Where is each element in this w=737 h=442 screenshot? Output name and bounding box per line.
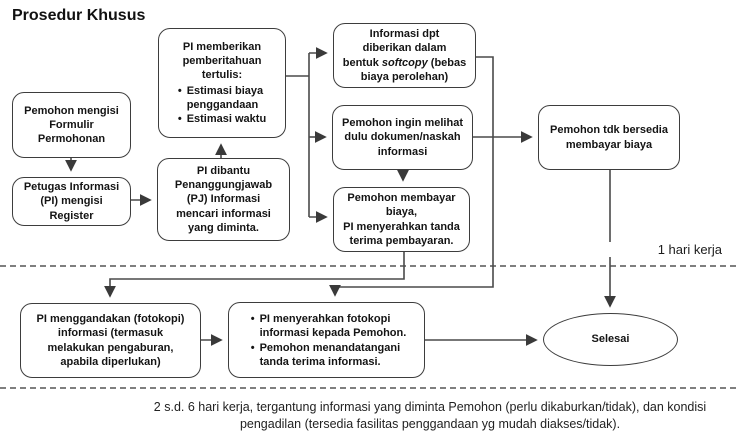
node-label: Selesai (591, 333, 630, 346)
node-label: Pemohon mengisi Formulir Permohonan (24, 104, 119, 146)
node-pi-menggandakan-fotokopi: PI menggandakan (fotokopi) informasi (te… (20, 303, 201, 378)
edge-membayar-to-menggandakan (104, 252, 405, 298)
node-heading: PI memberikan pemberitahuan tertulis: (182, 41, 262, 82)
bullet-item: • Pemohon menandatangani tanda terima in… (251, 341, 400, 369)
node-label: Pemohon ingin melihat dulu dokumen/naska… (341, 117, 463, 158)
node-label: Pemohon membayar biaya, PI menyerahkan t… (343, 192, 460, 247)
node-label: PI menggandakan (fotokopi) informasi (te… (36, 313, 185, 368)
edge-softcopy-to-menyerahkan (329, 56, 494, 297)
node-pi-pemberitahuan-tertulis: PI memberikan pemberitahuan tertulis: • … (158, 28, 286, 138)
node-label: PI dibantu Penanggungjawab (PJ) Informas… (174, 165, 273, 234)
bullet-item: • PI menyerahkan fotokopi informasi kepa… (251, 312, 407, 340)
node-pemohon-ingin-melihat: Pemohon ingin melihat dulu dokumen/naska… (332, 105, 473, 170)
bullet-item: • Estimasi biaya penggandaan (178, 84, 263, 112)
bullet-list: • Estimasi biaya penggandaan • Estimasi … (178, 84, 266, 126)
node-pi-dibantu-pj-informasi: PI dibantu Penanggungjawab (PJ) Informas… (157, 158, 290, 241)
bullet-item: • Estimasi waktu (178, 112, 266, 126)
page-title: Prosedur Khusus (12, 7, 146, 24)
node-selesai-terminator: Selesai (543, 313, 678, 366)
node-label: Pemohon tdk bersedia membayar biaya (550, 124, 668, 151)
bullet-marker: • (177, 84, 182, 97)
node-pi-menyerahkan-fotokopi: • PI menyerahkan fotokopi informasi kepa… (228, 302, 425, 378)
bullet-text: Estimasi waktu (186, 112, 267, 125)
duration-label-1-hari-kerja: 1 hari kerja (600, 242, 722, 257)
node-petugas-mengisi-register: Petugas Informasi (PI) mengisi Register (12, 177, 131, 226)
label-part: (bebas biaya perolehan) (360, 56, 467, 83)
duration-footnote: 2 s.d. 6 hari kerja, tergantung informas… (153, 400, 707, 431)
bullet-list: • PI menyerahkan fotokopi informasi kepa… (251, 312, 407, 368)
bullet-text: PI menyerahkan fotokopi informasi kepada… (259, 313, 407, 340)
node-label: Informasi dpt diberikan dalam bentuk sof… (343, 27, 466, 83)
bullet-marker: • (177, 112, 182, 125)
bullet-text: Pemohon menandatangani tanda terima info… (259, 341, 401, 368)
bullet-marker: • (250, 341, 255, 354)
node-pemohon-mengisi-formulir: Pemohon mengisi Formulir Permohonan (12, 92, 131, 158)
node-pemohon-membayar-biaya: Pemohon membayar biaya, PI menyerahkan t… (333, 187, 470, 252)
label-italic-part: softcopy (381, 56, 428, 69)
node-pemohon-tdk-bersedia: Pemohon tdk bersedia membayar biaya (538, 105, 680, 170)
bullet-text: Estimasi biaya penggandaan (186, 84, 264, 111)
label-part: Informasi dpt diberikan dalam bentuk (342, 28, 447, 69)
node-informasi-softcopy: Informasi dpt diberikan dalam bentuk sof… (333, 23, 476, 88)
node-label: Petugas Informasi (PI) mengisi Register (23, 181, 120, 222)
bullet-marker: • (250, 313, 255, 326)
